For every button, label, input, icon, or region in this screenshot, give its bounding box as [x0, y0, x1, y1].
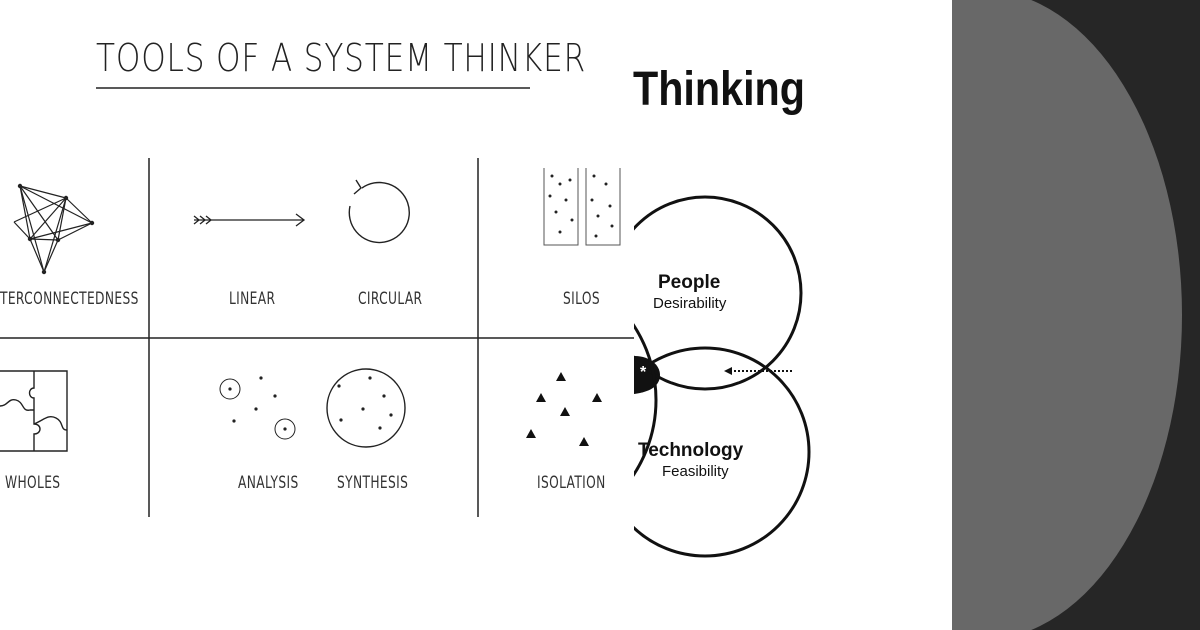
label-wholes: WHOLES — [5, 473, 61, 493]
people-circle — [634, 195, 803, 391]
label-interconnectedness: TERCONNECTEDNESS — [0, 289, 139, 309]
technology-circle — [634, 346, 811, 558]
systems-thinking-sketch: TOOLS OF A SYSTEM THINKER — [0, 36, 634, 517]
venn-drawing — [634, 195, 811, 558]
linear-arrow-icon — [193, 213, 306, 227]
slide-background — [952, 0, 1200, 630]
technology-sublabel: Feasibility — [662, 463, 729, 480]
silos-icon — [543, 168, 621, 246]
label-linear: LINEAR — [229, 289, 276, 309]
network-icon — [13, 185, 93, 273]
puzzle-icon — [0, 370, 68, 452]
dotted-arrow-head — [724, 367, 732, 375]
circular-icon — [348, 179, 410, 244]
slide-background-disc — [952, 0, 1182, 630]
isolation-icon — [526, 372, 602, 446]
label-synthesis: SYNTHESIS — [337, 473, 409, 493]
technology-label: Technology — [638, 440, 744, 461]
network-nodes — [17, 183, 95, 275]
analysis-icon — [219, 378, 296, 440]
slide-title: Thinking — [633, 63, 805, 116]
intersection-marker: * — [640, 364, 647, 381]
analysis-dots — [228, 376, 287, 431]
silo-dots — [548, 174, 614, 238]
label-silos: SILOS — [563, 289, 600, 309]
label-analysis: ANALYSIS — [238, 473, 299, 493]
sketch-drawing — [0, 87, 634, 517]
people-label: People — [658, 272, 721, 293]
people-sublabel: Desirability — [653, 295, 727, 312]
label-circular: CIRCULAR — [358, 289, 423, 309]
synthesis-icon — [326, 368, 406, 448]
left-circle-edge — [634, 323, 658, 477]
label-isolation: ISOLATION — [537, 473, 606, 493]
